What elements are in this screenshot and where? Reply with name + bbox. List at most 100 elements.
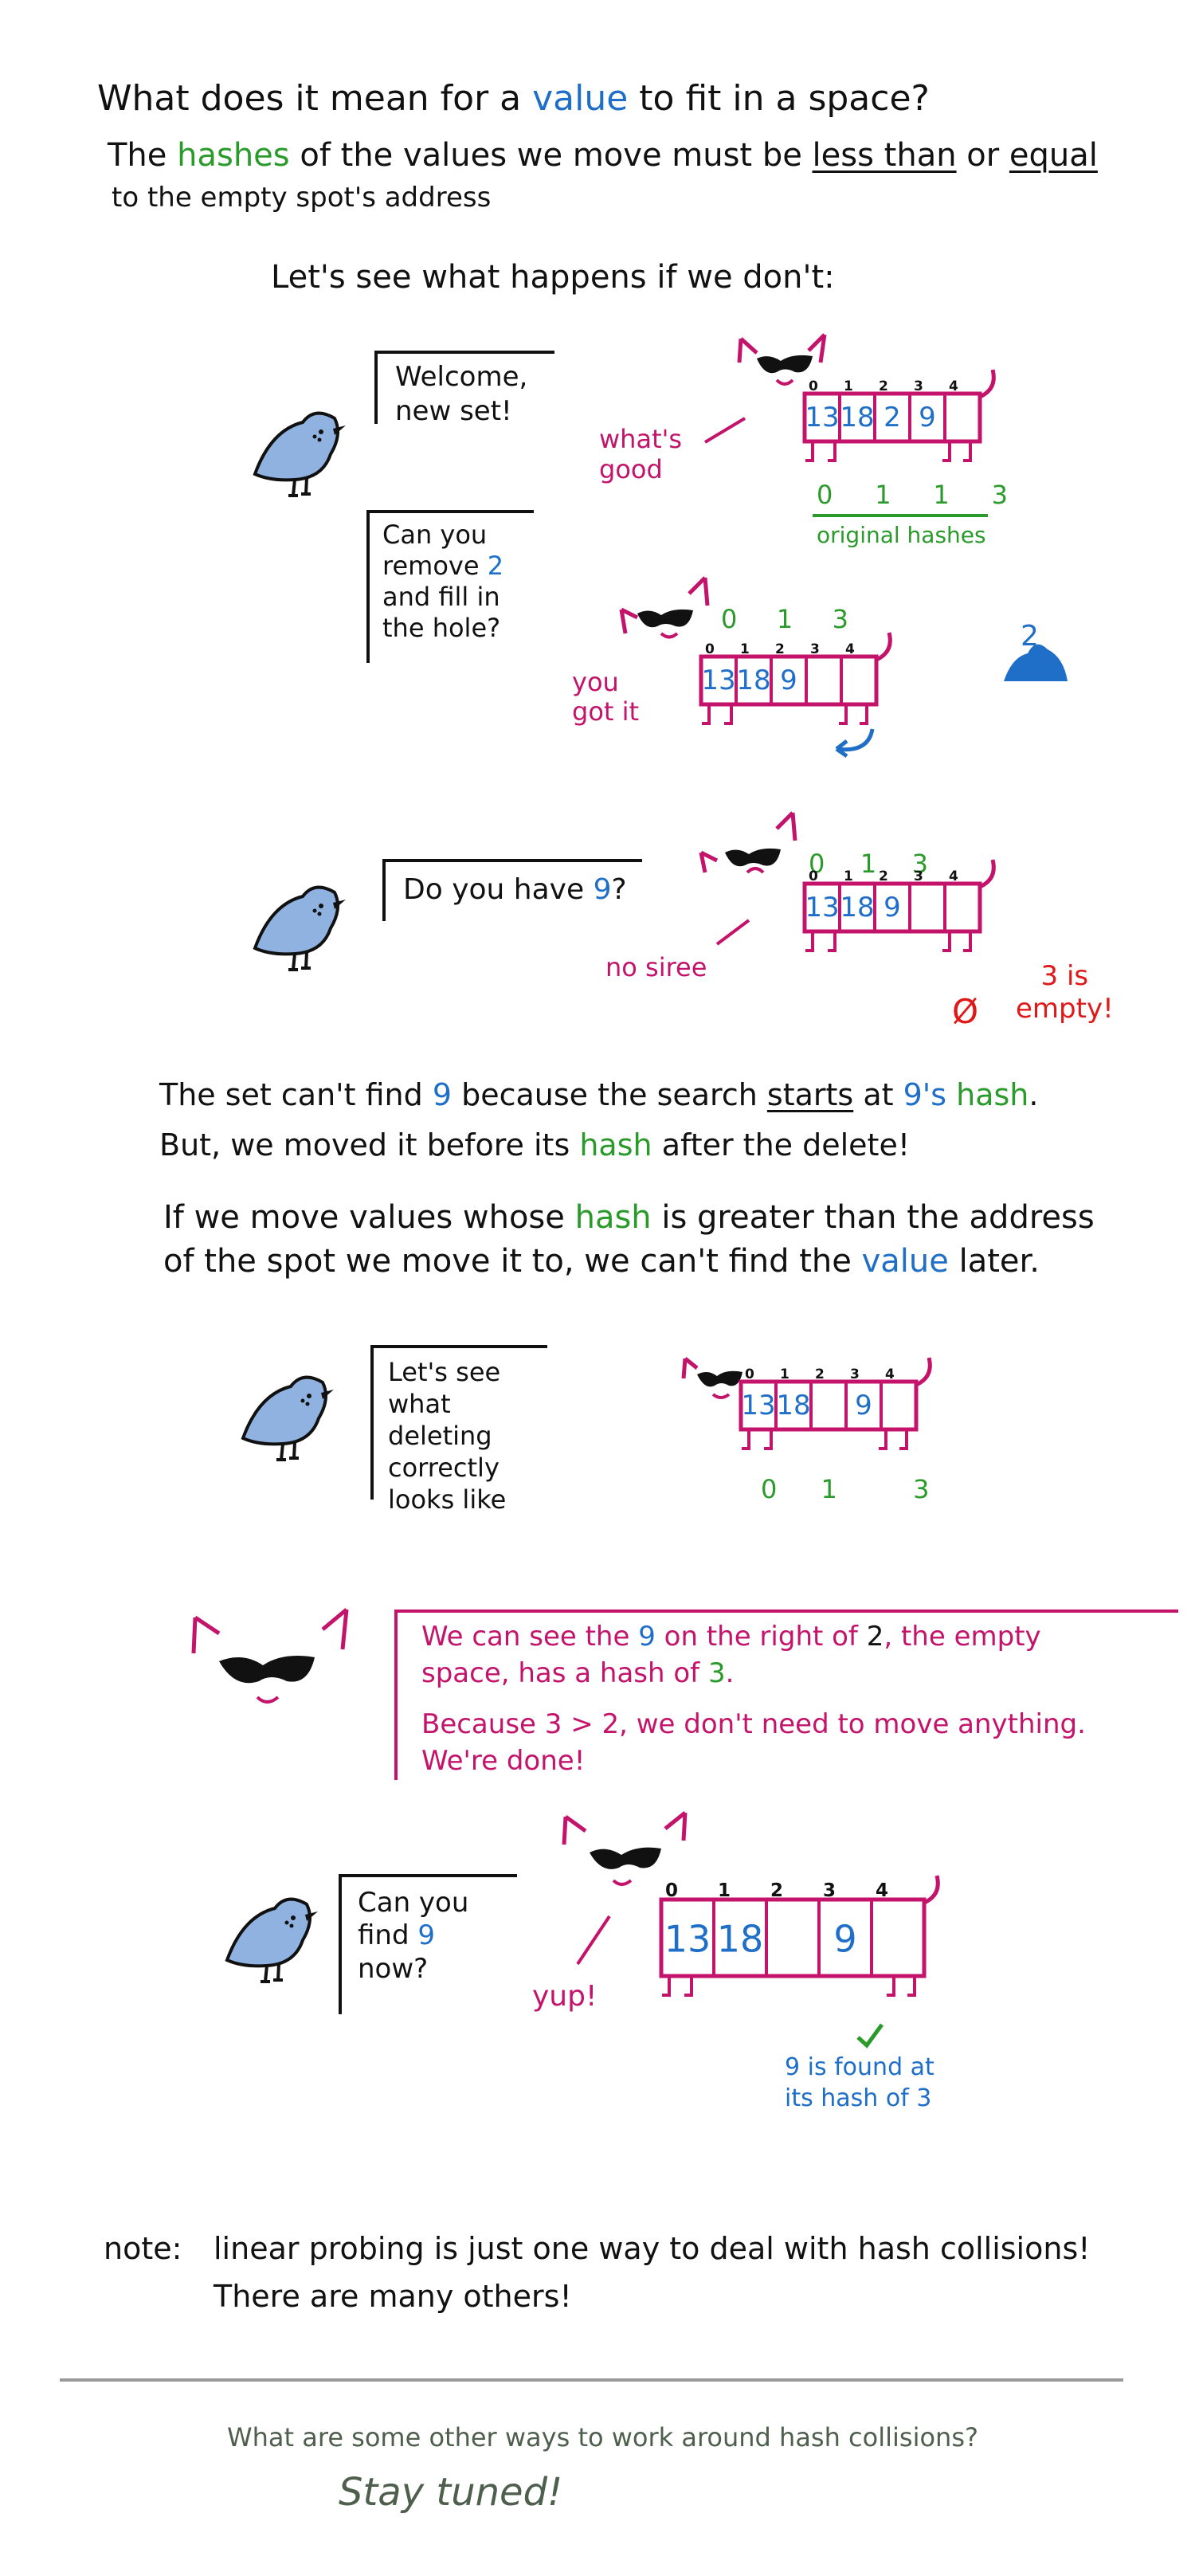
cat-leg	[805, 441, 814, 462]
array-index-label: 1	[844, 378, 853, 394]
array-index-label: 1	[718, 1880, 731, 1901]
cat-head-4	[681, 1357, 742, 1399]
cat-leg	[860, 704, 868, 725]
hashes-row-2: 0 1 3	[721, 604, 848, 634]
explain-line-3: If we move values whose hash is greater …	[163, 1199, 1095, 1236]
bird-3	[253, 885, 346, 971]
footer-question: What are some other ways to work around …	[227, 2422, 978, 2452]
array-cell-value: 18	[840, 892, 874, 923]
cat-leg	[828, 441, 836, 462]
array-index-label: 4	[845, 641, 855, 657]
array-index-label: 1	[740, 641, 750, 657]
array-index-label: 2	[879, 378, 888, 394]
cat-head-1	[737, 333, 827, 386]
original-hashes-row: 0 1 1 3	[817, 480, 1008, 510]
divider-hashes	[813, 514, 988, 517]
cat-tail	[915, 1357, 932, 1387]
array-cell-value: 9	[855, 1390, 872, 1421]
cat-leg	[942, 931, 951, 952]
cat-leg	[702, 704, 711, 725]
cat-head-2	[619, 576, 710, 639]
found-note: 9 is found at its hash of 3	[785, 2053, 934, 2112]
array-index-label: 2	[879, 868, 888, 884]
checkmark-icon	[856, 2023, 884, 2049]
empty-note: 3 is empty!	[1016, 960, 1114, 1025]
explain-line-4: of the spot we move it to, we can't find…	[163, 1243, 1040, 1280]
array-index-label: 0	[665, 1880, 678, 1901]
array-cell-value: 13	[805, 402, 839, 433]
original-hashes-label: original hashes	[817, 522, 986, 548]
hashes-row-3: 0 1 3	[809, 849, 928, 879]
speech-line	[703, 417, 746, 444]
array-cell-value: 13	[701, 665, 735, 696]
speech-bubble-do-you-have: Do you have 9?	[382, 859, 642, 921]
array-index-label: 1	[844, 868, 853, 884]
array-index-label: 2	[815, 1366, 825, 1382]
array-cell-value: 18	[717, 1917, 764, 1960]
array-index-label: 0	[809, 378, 818, 394]
cat-caption-you-got-it: you got it	[572, 667, 640, 727]
array-index-label: 0	[809, 868, 818, 884]
note-line-2: There are many others!	[214, 2279, 572, 2314]
cat-leg	[963, 931, 972, 952]
array-frame	[802, 391, 982, 444]
array-cell-value: 9	[919, 402, 936, 433]
array-index-label: 2	[775, 641, 785, 657]
array-frame	[699, 654, 879, 707]
array-cell-value: 2	[884, 402, 901, 433]
array-frame	[659, 1897, 927, 1978]
cat-leg	[764, 1429, 773, 1450]
array-cell-value: 18	[736, 665, 770, 696]
array-index-label: 3	[914, 868, 923, 884]
explain-line-1: The set can't find 9 because the search …	[159, 1077, 1039, 1112]
hashes-row-4: 0 1 3	[761, 1474, 930, 1504]
speech-bubble-lets-see: Let's see what deleting correctly looks …	[370, 1345, 547, 1515]
footer-stay-tuned: Stay tuned!	[339, 2470, 563, 2515]
array-index-label: 4	[949, 378, 958, 394]
cat-leg	[724, 704, 733, 725]
cat-head-3	[699, 811, 797, 874]
empty-slot-symbol: Ø	[952, 992, 979, 1031]
cat-leg	[839, 704, 848, 725]
cat-leg	[907, 1976, 916, 1997]
cat-leg	[828, 931, 836, 952]
array-cell-value: 13	[805, 892, 839, 923]
array-cell-value: 18	[840, 402, 874, 433]
cat-caption-yup: yup!	[532, 1980, 598, 2013]
cat-leg	[879, 1429, 887, 1450]
cat-head-5	[191, 1608, 349, 1704]
shift-arrow-icon	[835, 728, 875, 759]
array-index-label: 4	[949, 868, 958, 884]
intro-line-1: The hashes of the values we move must be…	[108, 137, 1098, 174]
array-cell-value: 18	[776, 1390, 810, 1421]
footer-divider	[60, 2378, 1123, 2382]
cat-tail	[978, 369, 996, 399]
intro-line-2: to the empty spot's address	[112, 182, 492, 214]
cat-caption-whats-good: what's good	[599, 424, 683, 485]
array-index-label: 2	[770, 1880, 783, 1901]
array-index-label: 1	[780, 1366, 789, 1382]
note-line-1: linear probing is just one way to deal w…	[214, 2231, 1091, 2266]
array-index-label: 3	[914, 378, 923, 394]
cat-tail	[923, 1875, 940, 1905]
cat-head-6	[562, 1811, 688, 1886]
cat-leg	[899, 1429, 908, 1450]
array-cell-value: 9	[833, 1917, 856, 1960]
array-frame	[802, 881, 982, 934]
array-index-label: 3	[810, 641, 820, 657]
page-title: What does it mean for a value to fit in …	[97, 78, 930, 119]
array-index-label: 4	[876, 1880, 888, 1901]
array-index-label: 4	[885, 1366, 895, 1382]
speech-line	[576, 1915, 611, 1966]
array-index-label: 0	[705, 641, 715, 657]
cat-leg	[662, 1976, 671, 1997]
bird-1	[253, 411, 346, 497]
array-cell-value: 13	[664, 1917, 711, 1960]
array-index-label: 3	[850, 1366, 860, 1382]
array-index-label: 0	[745, 1366, 754, 1382]
